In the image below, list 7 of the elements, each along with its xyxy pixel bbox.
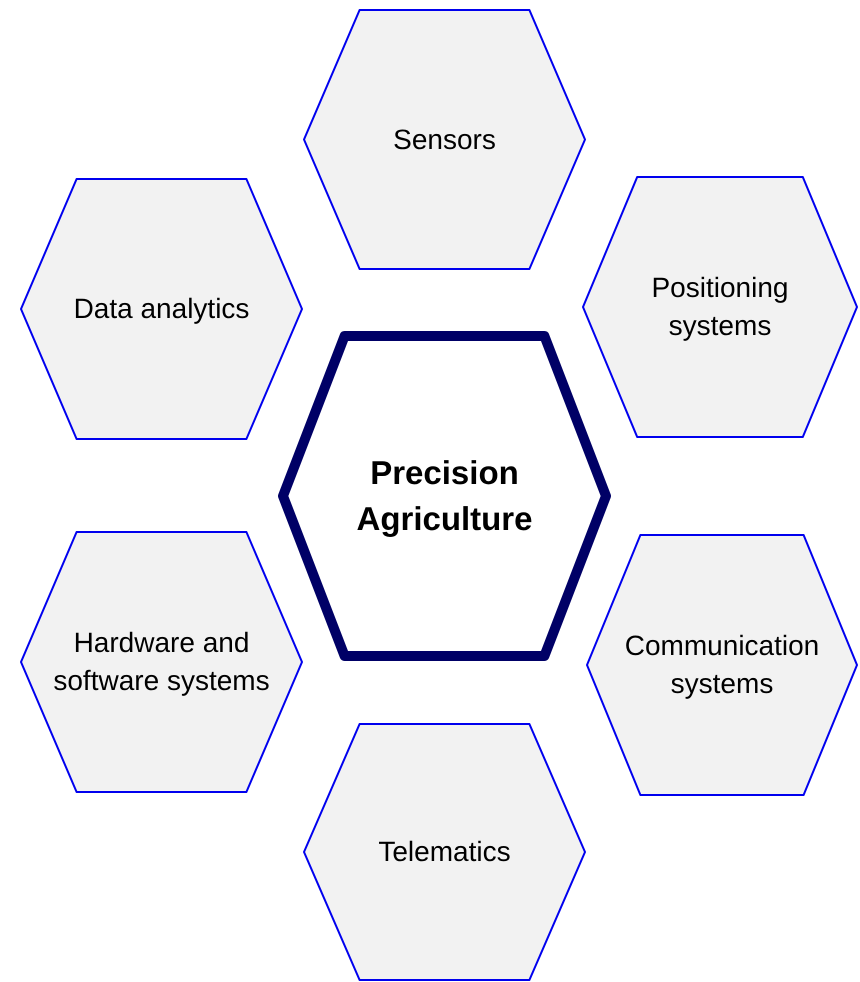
node-label: Precision Agriculture bbox=[355, 452, 534, 539]
node-label: Communication systems bbox=[624, 629, 820, 701]
node-label: Telematics bbox=[378, 835, 511, 870]
node-label: Hardware and software systems bbox=[52, 626, 271, 698]
node-label: Sensors bbox=[393, 122, 496, 157]
node-label: Data analytics bbox=[74, 292, 250, 326]
node-label: Positioning systems bbox=[650, 271, 790, 343]
